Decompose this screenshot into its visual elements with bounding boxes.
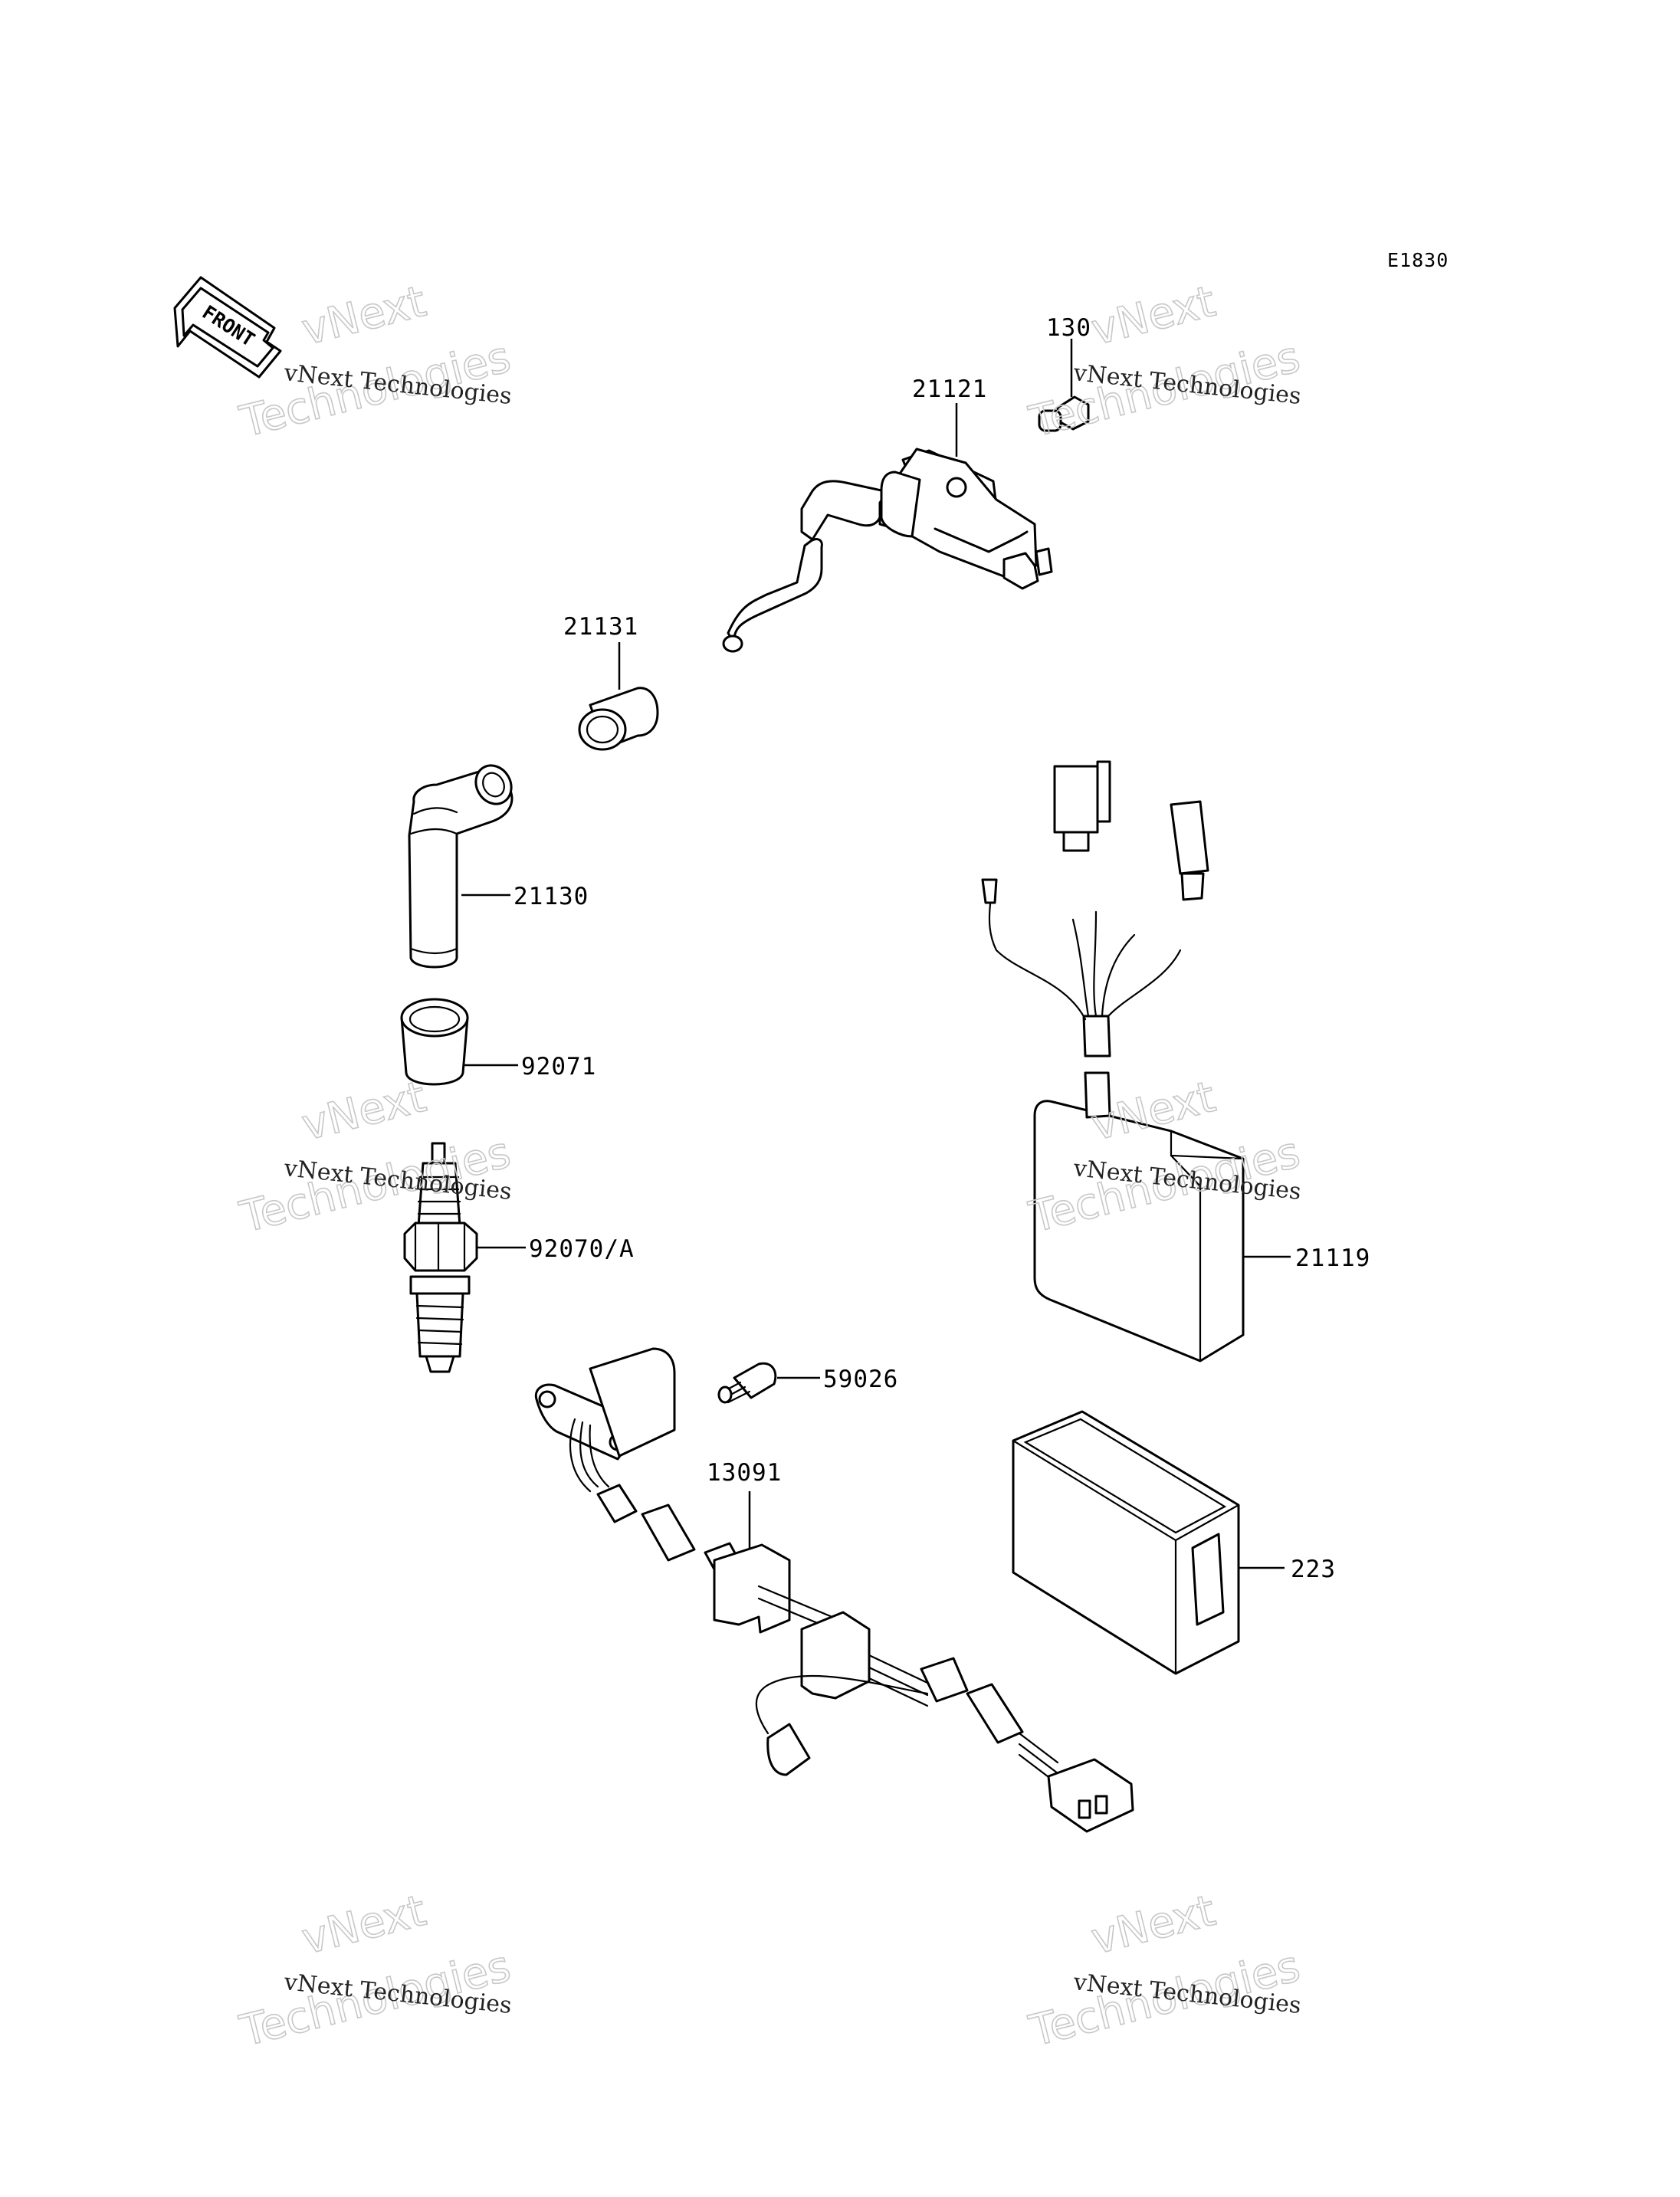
label-21130: 21130	[514, 883, 589, 910]
front-arrow-icon: FRONT	[173, 276, 282, 379]
spark-plug-92070	[403, 1142, 526, 1373]
label-92071: 92071	[521, 1053, 596, 1080]
cap-21131	[578, 642, 659, 751]
label-59026: 13091	[707, 1459, 782, 1487]
label-21119: 21119	[1295, 1244, 1370, 1272]
pickup-coil-59026	[534, 1347, 1134, 1833]
bolt-130	[1038, 339, 1090, 432]
cap-92071	[400, 998, 518, 1086]
diagram-code: E1830	[1387, 249, 1449, 271]
case-13091	[1012, 1410, 1285, 1675]
svg-text:vNext: vNext	[297, 1072, 431, 1151]
svg-text:vNext: vNext	[1087, 277, 1220, 356]
svg-text:vNext: vNext	[297, 277, 431, 356]
label-92070a: 92070/A	[529, 1235, 635, 1263]
label-130: 130	[1046, 314, 1091, 342]
svg-text:vNext: vNext	[297, 1886, 431, 1965]
watermark-2: vNext Technologies vNext Technologies	[1024, 276, 1305, 448]
watermark-6: vNext Technologies vNext Technologies	[1024, 1885, 1305, 2057]
cdi-unit-21119	[981, 760, 1291, 1362]
watermark-1: vNext Technologies vNext Technologies	[235, 276, 516, 448]
label-21131: 21131	[563, 613, 638, 641]
label-13091: 223	[1291, 1556, 1336, 1583]
label-21121: 21121	[912, 375, 987, 403]
screw-223	[717, 1362, 820, 1404]
ignition-coil-21121	[722, 403, 1053, 653]
svg-text:vNext: vNext	[1087, 1886, 1220, 1965]
plug-cap-21130	[408, 764, 514, 969]
watermark-3: vNext Technologies vNext Technologies	[235, 1071, 516, 1243]
label-223: 59026	[823, 1366, 898, 1393]
watermark-5: vNext Technologies vNext Technologies	[235, 1885, 516, 2057]
